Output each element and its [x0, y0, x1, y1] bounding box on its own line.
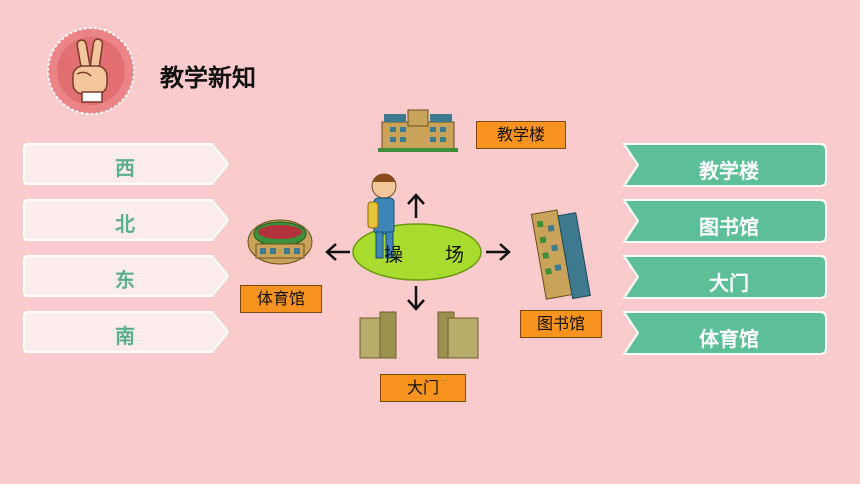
left-card-west[interactable] [23, 143, 230, 185]
badge [47, 27, 135, 115]
label-teaching-building: 教学楼 [476, 121, 566, 149]
right-card-label: 图书馆 [699, 215, 759, 239]
page-title: 教学新知 [160, 64, 256, 92]
label-gate: 大门 [380, 374, 466, 402]
arrow-east-icon [486, 243, 511, 261]
left-card-list [23, 143, 230, 353]
arrow-west-icon [325, 243, 350, 261]
left-card-label: 西 [115, 156, 135, 180]
left-card-north[interactable] [23, 199, 230, 241]
right-card-gym[interactable] [622, 311, 827, 355]
right-card-label: 体育馆 [699, 327, 759, 351]
arrow-north-icon [407, 193, 425, 218]
left-card-east[interactable] [23, 255, 230, 297]
left-card-label: 东 [115, 268, 135, 292]
victory-hand-icon [47, 27, 135, 115]
right-card-label: 教学楼 [699, 159, 759, 183]
left-card-south[interactable] [23, 311, 230, 353]
playground-ellipse [352, 223, 482, 281]
left-card-label: 南 [115, 324, 135, 348]
left-card-label: 北 [115, 212, 135, 236]
label-library: 图书馆 [520, 310, 602, 338]
right-card-library[interactable] [622, 199, 827, 243]
right-card-gate[interactable] [622, 255, 827, 299]
label-gym: 体育馆 [240, 285, 322, 313]
teaching-building-icon [378, 109, 458, 152]
library-icon [530, 209, 591, 300]
direction-map [247, 109, 591, 359]
gate-icon [359, 311, 479, 359]
playground-label: 操 场 [384, 244, 483, 266]
arrow-south-icon [407, 286, 425, 311]
right-card-list [622, 143, 827, 355]
gym-icon [247, 219, 313, 265]
right-card-teaching-building[interactable] [622, 143, 827, 187]
student-icon [367, 173, 397, 259]
right-card-label: 大门 [709, 271, 749, 295]
